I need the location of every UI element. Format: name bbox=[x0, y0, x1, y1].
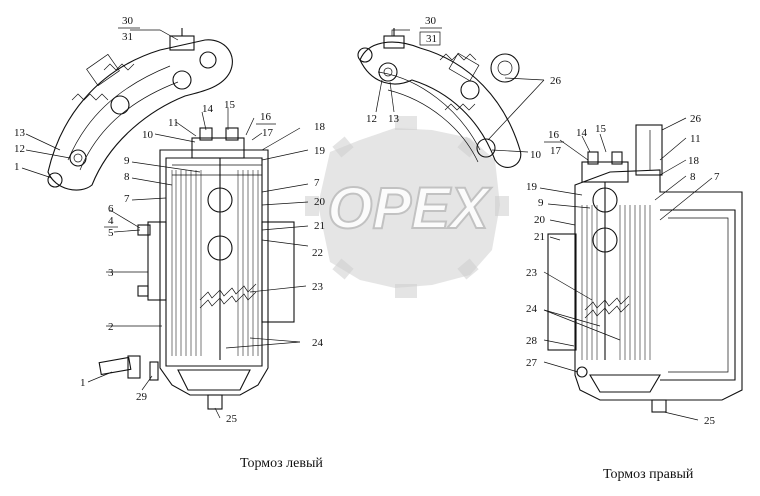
callout-left-12: 12 bbox=[14, 143, 25, 155]
callout-right-24: 24 bbox=[526, 303, 538, 315]
left-lever-springs bbox=[71, 53, 135, 101]
callout-right-26b: 26 bbox=[690, 113, 702, 125]
callout-left-14: 14 bbox=[202, 103, 214, 115]
callout-right-16: 16 bbox=[548, 129, 560, 141]
right-brake-housing bbox=[547, 124, 743, 413]
callout-left-29: 29 bbox=[136, 391, 148, 403]
callout-right-7: 7 bbox=[714, 171, 720, 183]
callout-right-18: 18 bbox=[688, 155, 700, 167]
right-friction-discs bbox=[581, 205, 651, 360]
callout-right-17: 17 bbox=[550, 145, 562, 157]
left-brake-caption: Тормоз левый bbox=[240, 456, 323, 471]
callout-left-24: 24 bbox=[312, 337, 324, 349]
watermark-gear-teeth bbox=[305, 116, 509, 298]
callout-left-8: 8 bbox=[124, 171, 130, 183]
callout-right-9: 9 bbox=[538, 197, 544, 209]
callout-left-17: 17 bbox=[262, 127, 274, 139]
callout-left-9: 9 bbox=[124, 155, 130, 167]
left-friction-discs bbox=[171, 164, 262, 356]
callout-right-23: 23 bbox=[526, 267, 538, 279]
callout-right-8: 8 bbox=[690, 171, 696, 183]
callout-left-4: 4 bbox=[108, 215, 114, 227]
right-adjuster-spring bbox=[584, 295, 630, 319]
right-lever-springs bbox=[439, 52, 480, 111]
right-brake-caption: Тормоз правый bbox=[603, 467, 694, 482]
callout-right-14: 14 bbox=[576, 127, 588, 139]
callout-right-30: 30 bbox=[425, 15, 437, 27]
callout-left-1b: 1 bbox=[80, 377, 86, 389]
callout-left-1a: 1 bbox=[14, 161, 20, 173]
left-bolt-detail bbox=[98, 355, 159, 381]
callout-left-7a: 7 bbox=[124, 193, 130, 205]
callout-left-23: 23 bbox=[312, 281, 324, 293]
callout-right-26a: 26 bbox=[550, 75, 562, 87]
callout-left-13: 13 bbox=[14, 127, 26, 139]
callout-left-10: 10 bbox=[142, 129, 154, 141]
callout-right-11: 11 bbox=[690, 133, 701, 145]
left-lever-arm bbox=[47, 28, 233, 191]
watermark-logo: OPEX bbox=[305, 116, 509, 298]
callout-left-18: 18 bbox=[314, 121, 326, 133]
callout-left-22: 22 bbox=[312, 247, 323, 259]
left-callouts: 30 31 13 12 1 10 11 14 15 16 17 18 9 8 7… bbox=[14, 15, 326, 425]
callout-left-2: 2 bbox=[108, 321, 114, 333]
leader-lines bbox=[21, 29, 713, 421]
callout-right-31: 31 bbox=[426, 33, 437, 45]
callout-right-19: 19 bbox=[526, 181, 538, 193]
callout-left-3: 3 bbox=[108, 267, 114, 279]
callout-left-15: 15 bbox=[224, 99, 236, 111]
callout-right-21: 21 bbox=[534, 231, 545, 243]
left-brake-housing bbox=[137, 127, 295, 410]
callout-left-20: 20 bbox=[314, 196, 326, 208]
callout-left-6: 6 bbox=[108, 203, 114, 215]
callout-left-11: 11 bbox=[168, 117, 179, 129]
callout-right-10: 10 bbox=[530, 149, 542, 161]
left-adjuster-spring bbox=[199, 283, 257, 309]
callout-left-16: 16 bbox=[260, 111, 272, 123]
callout-right-27: 27 bbox=[526, 357, 538, 369]
right-lever-arm bbox=[357, 28, 522, 168]
callout-left-5: 5 bbox=[108, 227, 114, 239]
callout-right-28: 28 bbox=[526, 335, 538, 347]
callout-left-7b: 7 bbox=[314, 177, 320, 189]
callout-left-25: 25 bbox=[226, 413, 238, 425]
callout-right-20: 20 bbox=[534, 214, 546, 226]
watermark-text: OPEX bbox=[327, 176, 491, 241]
callout-right-13: 13 bbox=[388, 113, 400, 125]
callout-right-15: 15 bbox=[595, 123, 607, 135]
callout-left-31: 31 bbox=[122, 31, 133, 43]
callout-left-30: 30 bbox=[122, 15, 134, 27]
callout-right-25: 25 bbox=[704, 415, 716, 427]
callout-left-21: 21 bbox=[314, 220, 325, 232]
callout-left-19: 19 bbox=[314, 145, 326, 157]
right-callouts: 30 31 26 12 13 10 16 17 14 15 26 11 18 8… bbox=[366, 15, 720, 427]
callout-right-12: 12 bbox=[366, 113, 377, 125]
